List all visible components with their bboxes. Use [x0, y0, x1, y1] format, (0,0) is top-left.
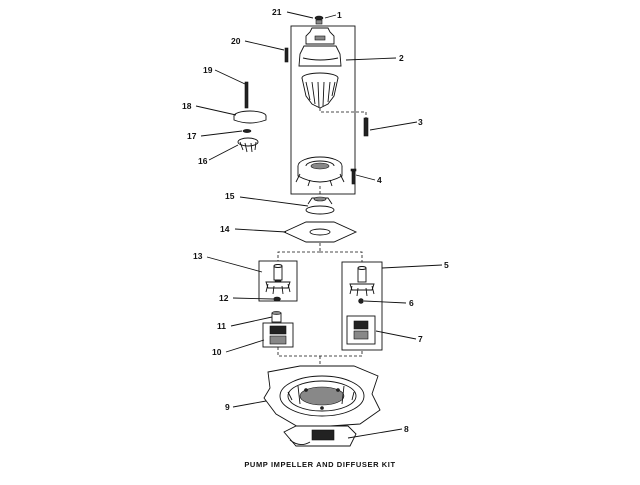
- callout-21: 21: [272, 7, 282, 17]
- callout-11: 11: [217, 321, 226, 331]
- rod-part-19: [244, 81, 249, 109]
- callout-4: 4: [377, 175, 382, 185]
- callout-10: 10: [212, 347, 222, 357]
- upper-assembly-frame: [290, 25, 356, 195]
- callout-16: 16: [198, 156, 208, 166]
- pump-housing-part: [298, 27, 342, 67]
- o-ring-part-6: [358, 298, 364, 304]
- callout-14: 14: [220, 224, 230, 234]
- callout-8: 8: [404, 424, 409, 434]
- impeller-part-5: [349, 266, 375, 297]
- bolt-part-4: [350, 168, 357, 185]
- plate-part-18: [233, 110, 267, 124]
- bolt-part-3: [363, 117, 369, 137]
- bolt-part-20: [284, 47, 289, 63]
- callout-3: 3: [418, 117, 423, 127]
- impeller-part: [301, 72, 339, 109]
- leader-dashed-path: [319, 108, 367, 130]
- callout-13: 13: [193, 251, 203, 261]
- callout-18: 18: [182, 101, 192, 111]
- small-impeller-part-16: [237, 137, 259, 153]
- callout-5: 5: [444, 260, 449, 270]
- leader-lines: [195, 11, 443, 439]
- callout-1: 1: [337, 10, 342, 20]
- pump-mount-part-8: [283, 425, 357, 447]
- seal-assembly-part-7: [346, 315, 376, 345]
- tub-base-part-9: [263, 365, 381, 429]
- diffuser-bowl-part: [295, 156, 345, 187]
- callout-7: 7: [418, 334, 423, 344]
- o-ring-part-12: [273, 296, 281, 302]
- callout-2: 2: [399, 53, 404, 63]
- callout-15: 15: [225, 191, 235, 201]
- top-nut-part: [314, 15, 324, 25]
- gasket-part-14: [282, 221, 358, 243]
- washer-part-17: [242, 129, 252, 133]
- seal-assembly-part-10: [262, 322, 294, 348]
- callout-6: 6: [409, 298, 414, 308]
- hub-part-15: [305, 196, 335, 215]
- seal-part-11: [271, 311, 282, 323]
- callout-12: 12: [219, 293, 229, 303]
- kit-dashed-connectors: [277, 251, 363, 378]
- callout-19: 19: [203, 65, 213, 75]
- callout-9: 9: [225, 402, 230, 412]
- diagram-caption: PUMP IMPELLER AND DIFFUSER KIT: [244, 460, 396, 469]
- callout-labels: 21 1 2 20 3 19 18 17 16 4 15 14 13 5 12 …: [182, 7, 449, 434]
- impeller-part-13: [265, 264, 291, 295]
- callout-20: 20: [231, 36, 241, 46]
- callout-17: 17: [187, 131, 197, 141]
